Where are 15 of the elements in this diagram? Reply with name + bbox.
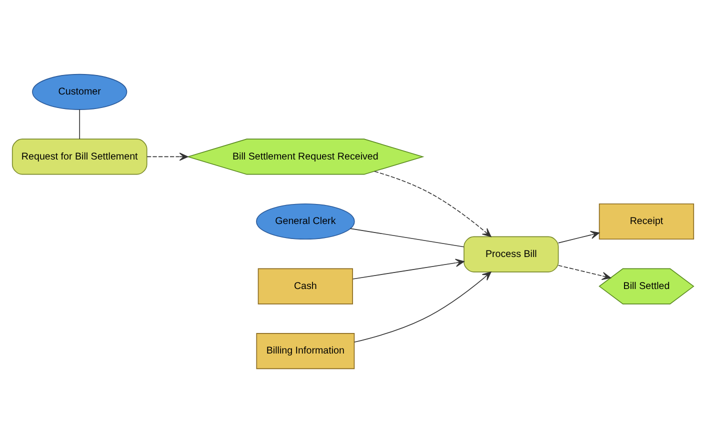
arrow (374, 170, 492, 237)
node-box: Receipt (598, 203, 694, 240)
arrow (558, 230, 600, 244)
node-box: Billing Information (256, 333, 355, 370)
connector (79, 109, 80, 140)
node-box: Process Bill (464, 236, 559, 272)
arrow (146, 152, 188, 161)
connector (350, 228, 464, 248)
arrow (354, 272, 492, 343)
node-ellipse: General Clerk (256, 203, 355, 240)
node-box: Cash (258, 268, 353, 304)
node-ellipse: Customer (32, 74, 128, 110)
arrow (352, 258, 464, 280)
arrow (558, 265, 611, 280)
node-box: Request for Bill Settlement (12, 138, 148, 175)
